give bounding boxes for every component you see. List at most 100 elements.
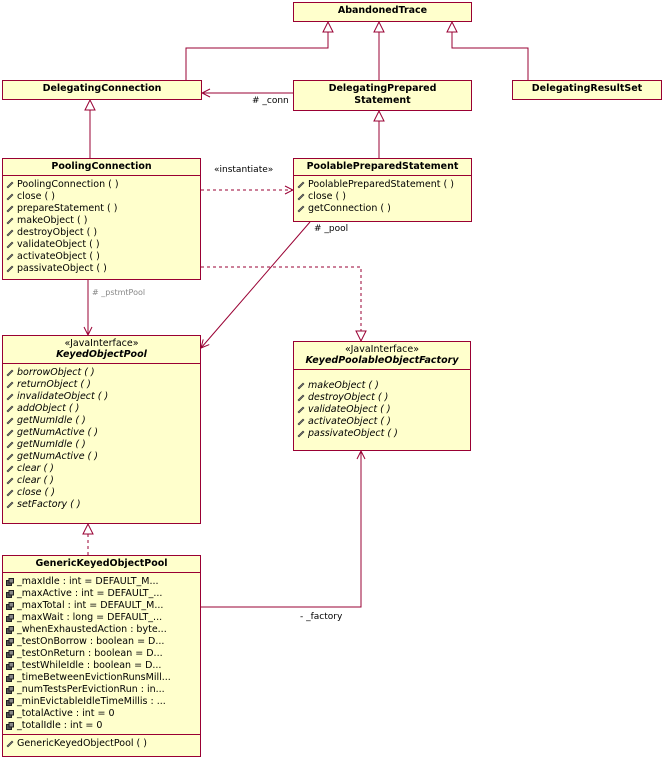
- private-attribute-icon: [6, 662, 14, 670]
- attribute-row[interactable]: _totalIdle : int = 0: [3, 720, 200, 732]
- operation-row[interactable]: GenericKeyedObjectPool ( ): [3, 738, 200, 750]
- operation-row[interactable]: returnObject ( ): [3, 379, 200, 391]
- class-name: DelegatingResultSet: [531, 83, 643, 94]
- attribute-row[interactable]: _totalActive : int = 0: [3, 708, 200, 720]
- operation-row[interactable]: makeObject ( ): [3, 215, 200, 227]
- class-poolable-prepared-statement[interactable]: PoolablePreparedStatement PoolablePrepar…: [293, 158, 472, 222]
- operation-icon: [6, 417, 14, 425]
- operation-icon: [297, 181, 305, 189]
- operation-row[interactable]: makeObject ( ): [294, 380, 470, 392]
- class-delegating-result-set[interactable]: DelegatingResultSet: [512, 80, 662, 100]
- operation-row[interactable]: validateObject ( ): [3, 239, 200, 251]
- attribute-row[interactable]: _testOnBorrow : boolean = D...: [3, 636, 200, 648]
- operation-row[interactable]: destroyObject ( ): [3, 227, 200, 239]
- operation-row[interactable]: prepareStatement ( ): [3, 203, 200, 215]
- attribute-row[interactable]: _timeBetweenEvictionRunsMill...: [3, 672, 200, 684]
- edge-delegatingresultset-abandonedtrace: [452, 22, 529, 80]
- operation-icon: [297, 193, 305, 201]
- operations-compartment: PoolingConnection ( )close ( )prepareSta…: [3, 175, 200, 277]
- edge-delegatingconnection-abandonedtrace: [185, 22, 328, 80]
- label-instantiate: «instantiate»: [214, 165, 274, 175]
- private-attribute-icon: [6, 710, 14, 718]
- attribute-row[interactable]: _maxWait : long = DEFAULT_...: [3, 612, 200, 624]
- operation-row[interactable]: destroyObject ( ): [294, 392, 470, 404]
- operation-row[interactable]: setFactory ( ): [3, 499, 200, 511]
- operation-row[interactable]: getNumActive ( ): [3, 451, 200, 463]
- operation-row[interactable]: clear ( ): [3, 463, 200, 475]
- operation-row[interactable]: getConnection ( ): [294, 203, 471, 215]
- operation-row[interactable]: borrowObject ( ): [3, 367, 200, 379]
- private-attribute-icon: [6, 722, 14, 730]
- operation-text: addObject ( ): [17, 403, 80, 414]
- class-delegating-prepared-statement[interactable]: DelegatingPrepared Statement: [293, 80, 472, 111]
- interface-keyed-poolable-object-factory[interactable]: «JavaInterface» KeyedPoolableObjectFacto…: [293, 341, 471, 451]
- private-attribute-icon: [6, 650, 14, 658]
- operation-text: activateObject ( ): [17, 251, 100, 262]
- attribute-row[interactable]: _testOnReturn : boolean = D...: [3, 648, 200, 660]
- operation-row[interactable]: addObject ( ): [3, 403, 200, 415]
- operation-row[interactable]: getNumActive ( ): [3, 427, 200, 439]
- operation-row[interactable]: activateObject ( ): [294, 416, 470, 428]
- operation-text: clear ( ): [17, 475, 54, 486]
- attribute-row[interactable]: _maxTotal : int = DEFAULT_M...: [3, 600, 200, 612]
- attribute-row[interactable]: _minEvictableIdleTimeMillis : ...: [3, 696, 200, 708]
- class-pooling-connection[interactable]: PoolingConnection PoolingConnection ( )c…: [2, 158, 201, 280]
- operation-text: getNumActive ( ): [17, 451, 98, 462]
- attribute-text: _testOnReturn : boolean = D...: [17, 648, 163, 659]
- label-pstmt-pool: # _pstmtPool: [92, 288, 146, 297]
- private-attribute-icon: [6, 590, 14, 598]
- private-attribute-icon: [6, 578, 14, 586]
- operation-row[interactable]: invalidateObject ( ): [3, 391, 200, 403]
- operation-row[interactable]: close ( ): [294, 191, 471, 203]
- attribute-row[interactable]: _maxActive : int = DEFAULT_...: [3, 588, 200, 600]
- interface-keyed-object-pool[interactable]: «JavaInterface» KeyedObjectPool borrowOb…: [2, 335, 201, 524]
- operation-row[interactable]: PoolablePreparedStatement ( ): [294, 179, 471, 191]
- edge-dependency-to-factory-interface: [201, 266, 361, 341]
- operation-icon: [6, 265, 14, 273]
- attribute-text: _whenExhaustedAction : byte...: [17, 624, 167, 635]
- operation-text: close ( ): [308, 191, 346, 202]
- class-generic-keyed-object-pool[interactable]: GenericKeyedObjectPool _maxIdle : int = …: [2, 555, 201, 757]
- operation-icon: [6, 193, 14, 201]
- operation-icon: [6, 241, 14, 249]
- operation-row[interactable]: activateObject ( ): [3, 251, 200, 263]
- attributes-compartment: _maxIdle : int = DEFAULT_M..._maxActive …: [3, 572, 200, 734]
- operation-row[interactable]: passivateObject ( ): [3, 263, 200, 275]
- label-factory: - _factory: [300, 612, 343, 622]
- class-name: DelegatingPrepared Statement: [294, 81, 471, 109]
- operation-icon: [6, 217, 14, 225]
- operation-icon: [6, 453, 14, 461]
- attribute-text: _testWhileIdle : boolean = D...: [17, 660, 162, 671]
- operation-text: activateObject ( ): [308, 416, 391, 427]
- operation-text: GenericKeyedObjectPool ( ): [17, 738, 147, 749]
- operation-text: getNumIdle ( ): [17, 415, 86, 426]
- operation-text: returnObject ( ): [17, 379, 91, 390]
- class-name: PoolablePreparedStatement: [306, 161, 459, 172]
- class-delegating-connection[interactable]: DelegatingConnection: [2, 80, 202, 100]
- attribute-row[interactable]: _maxIdle : int = DEFAULT_M...: [3, 576, 200, 588]
- operations-compartment: borrowObject ( )returnObject ( )invalida…: [3, 363, 200, 513]
- attribute-row[interactable]: _whenExhaustedAction : byte...: [3, 624, 200, 636]
- attribute-row[interactable]: _testWhileIdle : boolean = D...: [3, 660, 200, 672]
- operation-row[interactable]: close ( ): [3, 191, 200, 203]
- operation-row[interactable]: getNumIdle ( ): [3, 439, 200, 451]
- private-attribute-icon: [6, 638, 14, 646]
- operation-text: validateObject ( ): [308, 404, 391, 415]
- attribute-row[interactable]: _numTestsPerEvictionRun : in...: [3, 684, 200, 696]
- operation-icon: [6, 441, 14, 449]
- class-abandoned-trace[interactable]: AbandonedTrace: [293, 2, 472, 22]
- operation-text: getConnection ( ): [308, 203, 391, 214]
- private-attribute-icon: [6, 626, 14, 634]
- operation-icon: [297, 382, 305, 390]
- operation-text: passivateObject ( ): [308, 428, 398, 439]
- operation-row[interactable]: close ( ): [3, 487, 200, 499]
- operation-row[interactable]: getNumIdle ( ): [3, 415, 200, 427]
- attribute-text: _totalActive : int = 0: [17, 708, 115, 719]
- operation-row[interactable]: PoolingConnection ( ): [3, 179, 200, 191]
- operation-row[interactable]: passivateObject ( ): [294, 428, 470, 440]
- operation-icon: [297, 205, 305, 213]
- operation-text: passivateObject ( ): [17, 263, 107, 274]
- operation-row[interactable]: validateObject ( ): [294, 404, 470, 416]
- operation-row[interactable]: clear ( ): [3, 475, 200, 487]
